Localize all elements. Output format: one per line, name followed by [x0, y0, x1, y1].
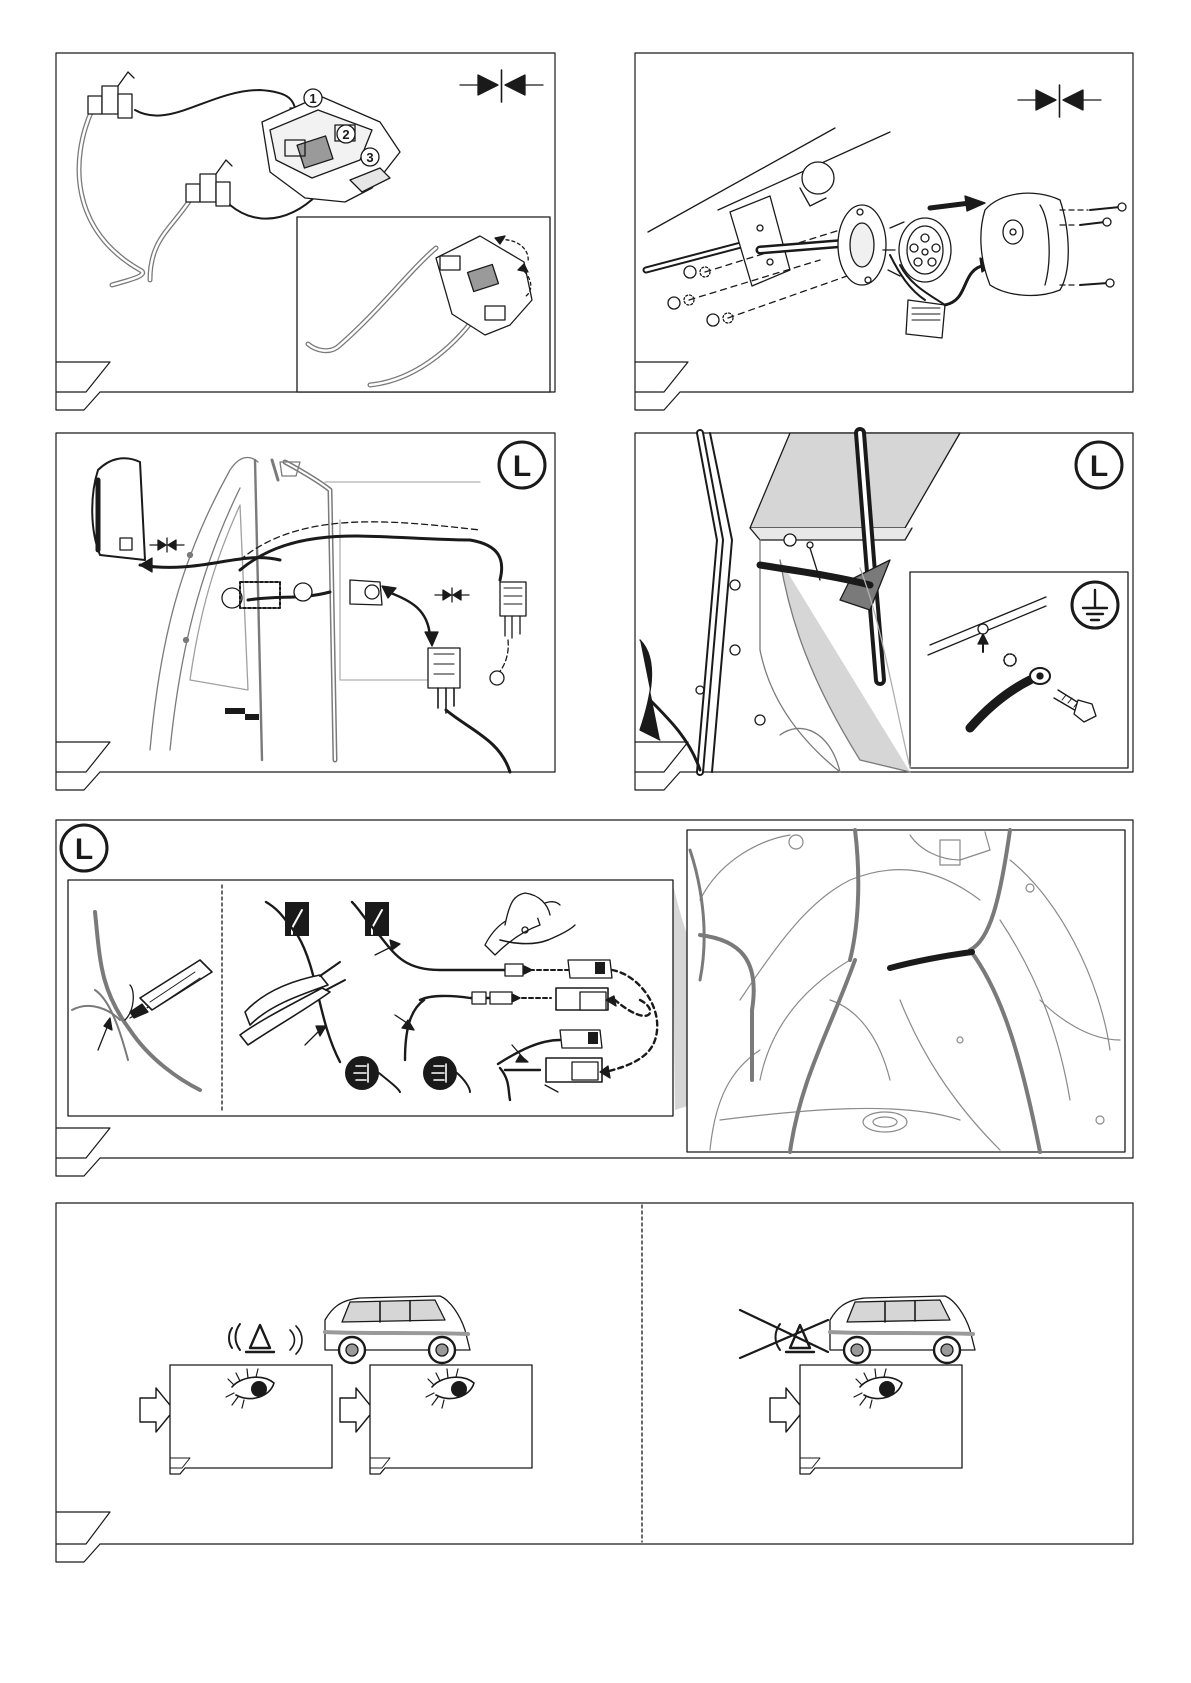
car-icon — [325, 1296, 470, 1363]
harness-connector — [350, 580, 382, 605]
step-marker-2: 2 — [342, 127, 349, 142]
ground-symbol-icon — [1072, 582, 1118, 628]
step-marker-3: 3 — [366, 150, 373, 165]
fog-lamp-icon — [423, 1056, 457, 1090]
panel-ground-point — [635, 433, 1133, 790]
screws — [1060, 203, 1126, 287]
fog-lamp-icon — [345, 1056, 379, 1090]
fuse-box — [262, 96, 400, 202]
floor-detail-view — [687, 830, 1125, 1152]
plug-connector — [906, 300, 945, 338]
plug-lower — [186, 160, 232, 206]
panel-fuse-box — [56, 53, 555, 410]
panel-wire-splicing — [56, 820, 1133, 1176]
splice-steps-box — [68, 880, 673, 1116]
car-body-outline — [150, 457, 480, 760]
inset-ground-bolt — [860, 568, 1128, 768]
harness-plug-male — [428, 648, 460, 688]
arrow-right-icon — [340, 1388, 374, 1432]
inset-fuse-box-clip — [297, 217, 550, 392]
panel-rear-lamp-routing — [56, 433, 555, 790]
car-icon — [830, 1296, 975, 1363]
hazard-warning-crossed-icon — [740, 1310, 828, 1358]
left-side-label-2: L — [1090, 450, 1108, 483]
toothed-washer — [1004, 654, 1016, 666]
panel-corner-tab — [56, 362, 110, 392]
panel-socket-mounting — [635, 53, 1133, 410]
socket-cover — [981, 193, 1068, 295]
left-side-label-3: L — [75, 833, 93, 866]
arrow-right-icon — [770, 1388, 804, 1432]
connector-insert-icon — [150, 538, 184, 552]
grey-wire-harness — [79, 110, 190, 285]
routing-wire-upper — [135, 90, 296, 116]
harness-plug-female — [500, 582, 526, 638]
plug-upper — [88, 72, 134, 118]
tail-lamp — [92, 458, 145, 560]
step-marker-1: 1 — [309, 91, 316, 106]
connector-insert-icon — [435, 588, 469, 602]
arrow-right-icon — [140, 1388, 174, 1432]
connector-insert-icon — [1018, 85, 1101, 117]
socket-body — [883, 218, 951, 282]
left-side-label-1: L — [513, 450, 531, 483]
tow-ball — [802, 162, 834, 194]
panel-function-test — [56, 1203, 1133, 1562]
hazard-warning-icon — [229, 1324, 302, 1354]
connector-insert-icon — [460, 70, 543, 102]
socket-gasket — [838, 205, 886, 285]
